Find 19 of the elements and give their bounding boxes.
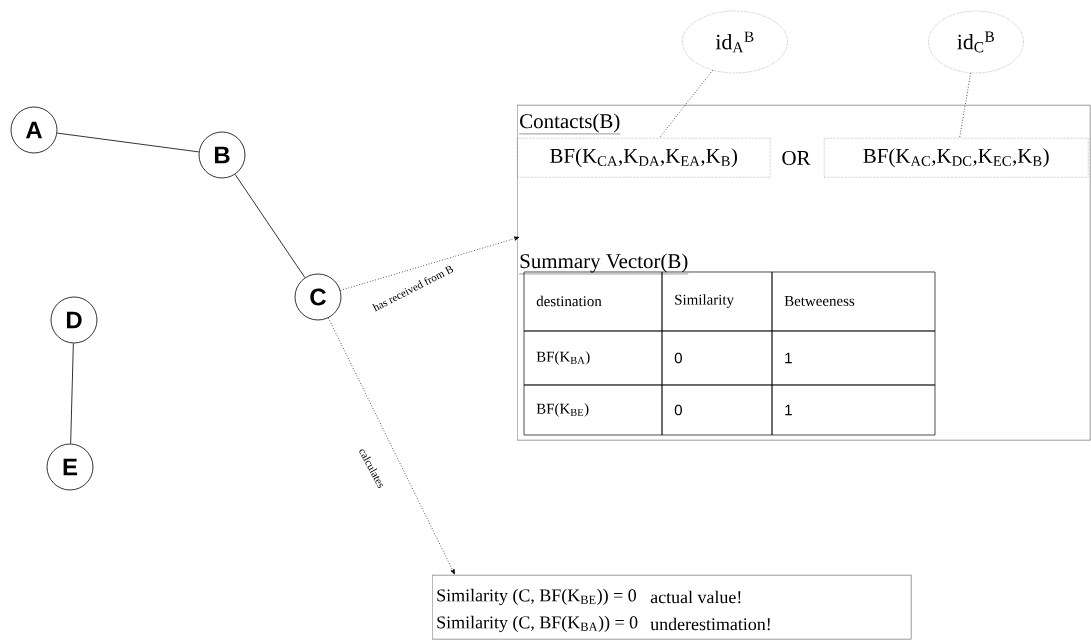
connector-line <box>959 72 972 139</box>
arrow <box>340 236 520 291</box>
bloom-filter-box: BF(K$_{CA}$,K$_{DA}$,K$_{EA}$,K$_{B}$) <box>517 138 771 178</box>
table-cell: 0 <box>661 384 773 436</box>
table-cell: 1 <box>771 384 936 436</box>
table-cell: Similarity <box>661 271 773 332</box>
connector-line <box>234 174 306 278</box>
table-cell: 0 <box>661 330 773 386</box>
table-cell: BF(K$_{BA}$) <box>523 330 663 386</box>
or-text: OR <box>782 150 811 165</box>
table-cell: Betweeness <box>771 271 936 332</box>
bloom-filter-box: BF(K$_{AC}$,K$_{DC}$,K$_{EC}$,K$_{B}$) <box>824 138 1089 178</box>
connector-line <box>70 343 74 444</box>
table-cell: 1 <box>771 330 936 386</box>
table-cell: BF(K$_{BE}$) <box>523 384 663 436</box>
result-box: Similarity (C, BF(K$_{BE}$)) = 0 actual value! Similarity (C, BF(K$_{BA}$)) = 0 underestimation! <box>432 575 912 640</box>
arrow <box>327 317 455 575</box>
connector-line <box>56 132 200 153</box>
connector-line <box>658 69 714 139</box>
